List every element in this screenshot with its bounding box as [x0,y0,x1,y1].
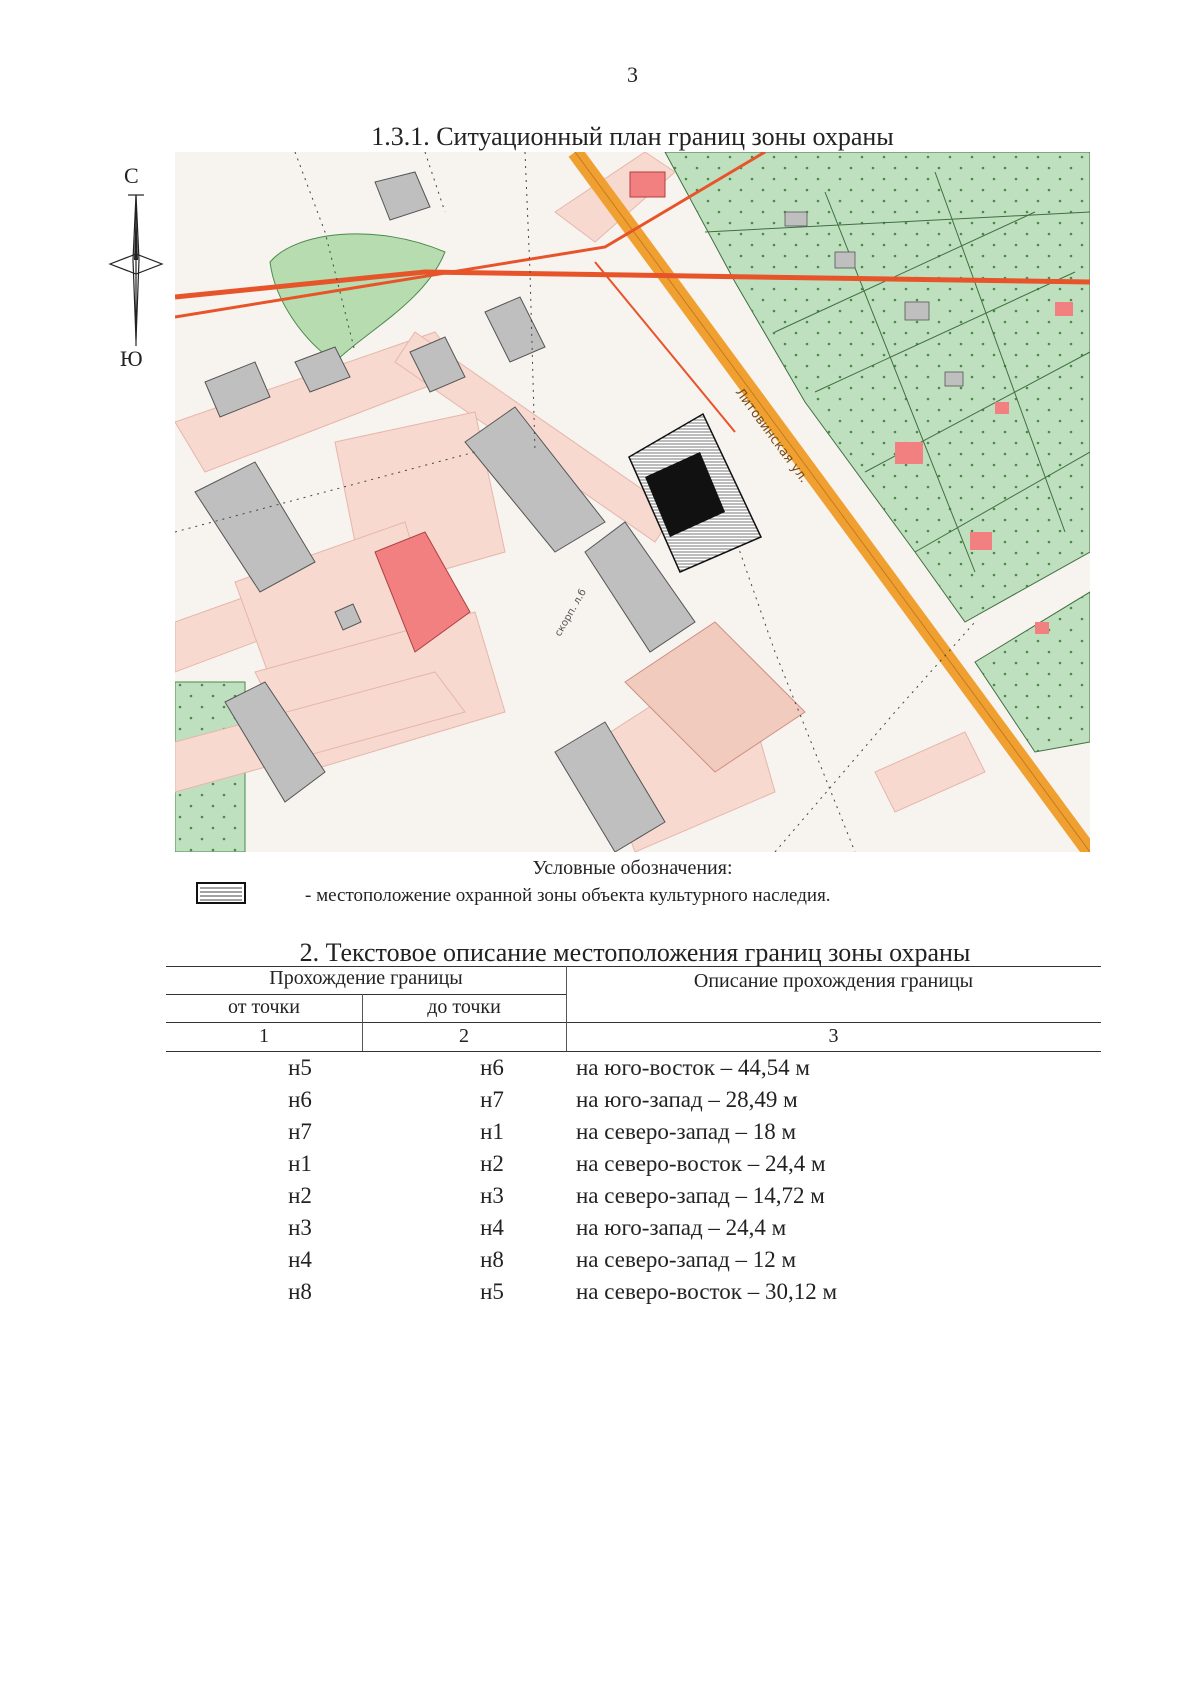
from-point: н1 [288,1151,312,1176]
to-point: н4 [480,1215,504,1240]
main-road [568,152,1090,852]
boundary-description: на северо-восток – 30,12 м [576,1279,838,1304]
to-point: н3 [480,1183,504,1208]
column-number: 1 [259,1025,269,1047]
page-number: 3 [627,62,638,87]
north-label: С [124,163,139,188]
to-point: н7 [480,1087,504,1112]
boundary-description: на юго-запад – 24,4 м [576,1215,787,1240]
houses [784,211,1073,634]
legend-item: - местоположение охранной зоны объекта к… [305,885,831,906]
map-title: 1.3.1. Ситуационный план границ зоны охр… [371,122,894,151]
from-point: н7 [288,1119,312,1144]
park-area [269,233,446,363]
south-label: Ю [120,346,143,371]
pink-buildings [374,171,666,653]
boundary-description: на северо-запад – 12 м [576,1247,797,1272]
boundary-description: на северо-запад – 14,72 м [576,1183,825,1208]
header-from: от точки [228,996,300,1018]
header-description: Описание прохождения границы [693,970,974,992]
situational-map: скорп. л.б Литовинская ул. [175,152,1090,852]
from-point: н8 [288,1279,312,1304]
boundary-description: на юго-запад – 28,49 м [576,1087,798,1112]
header-group: Прохождение границы [269,967,463,989]
legend-title: Условные обозначения: [532,857,733,879]
column-number: 2 [459,1025,469,1047]
boundary-description: на северо-восток – 24,4 м [576,1151,826,1176]
red-boundary-lines [175,152,1090,433]
to-point: н1 [480,1119,504,1144]
to-point: н5 [480,1279,504,1304]
from-point: н3 [288,1215,312,1240]
protection-zone [628,412,763,573]
from-point: н2 [288,1183,312,1208]
to-point: н8 [480,1247,504,1272]
to-point: н2 [480,1151,504,1176]
from-point: н4 [288,1247,312,1272]
boundary-description: на северо-запад – 18 м [576,1119,797,1144]
header-to: до точки [427,996,501,1018]
section-title: 2. Текстовое описание местоположения гра… [299,938,971,967]
from-point: н5 [288,1055,312,1080]
from-point: н6 [288,1087,312,1112]
buildings [194,171,696,852]
column-number: 3 [828,1025,839,1047]
legend-hatch-icon [196,882,246,904]
residential-area [664,152,1090,753]
north-arrow-icon [108,194,164,346]
to-point: н6 [480,1055,504,1080]
boundary-description: на юго-восток – 44,54 м [576,1055,810,1080]
